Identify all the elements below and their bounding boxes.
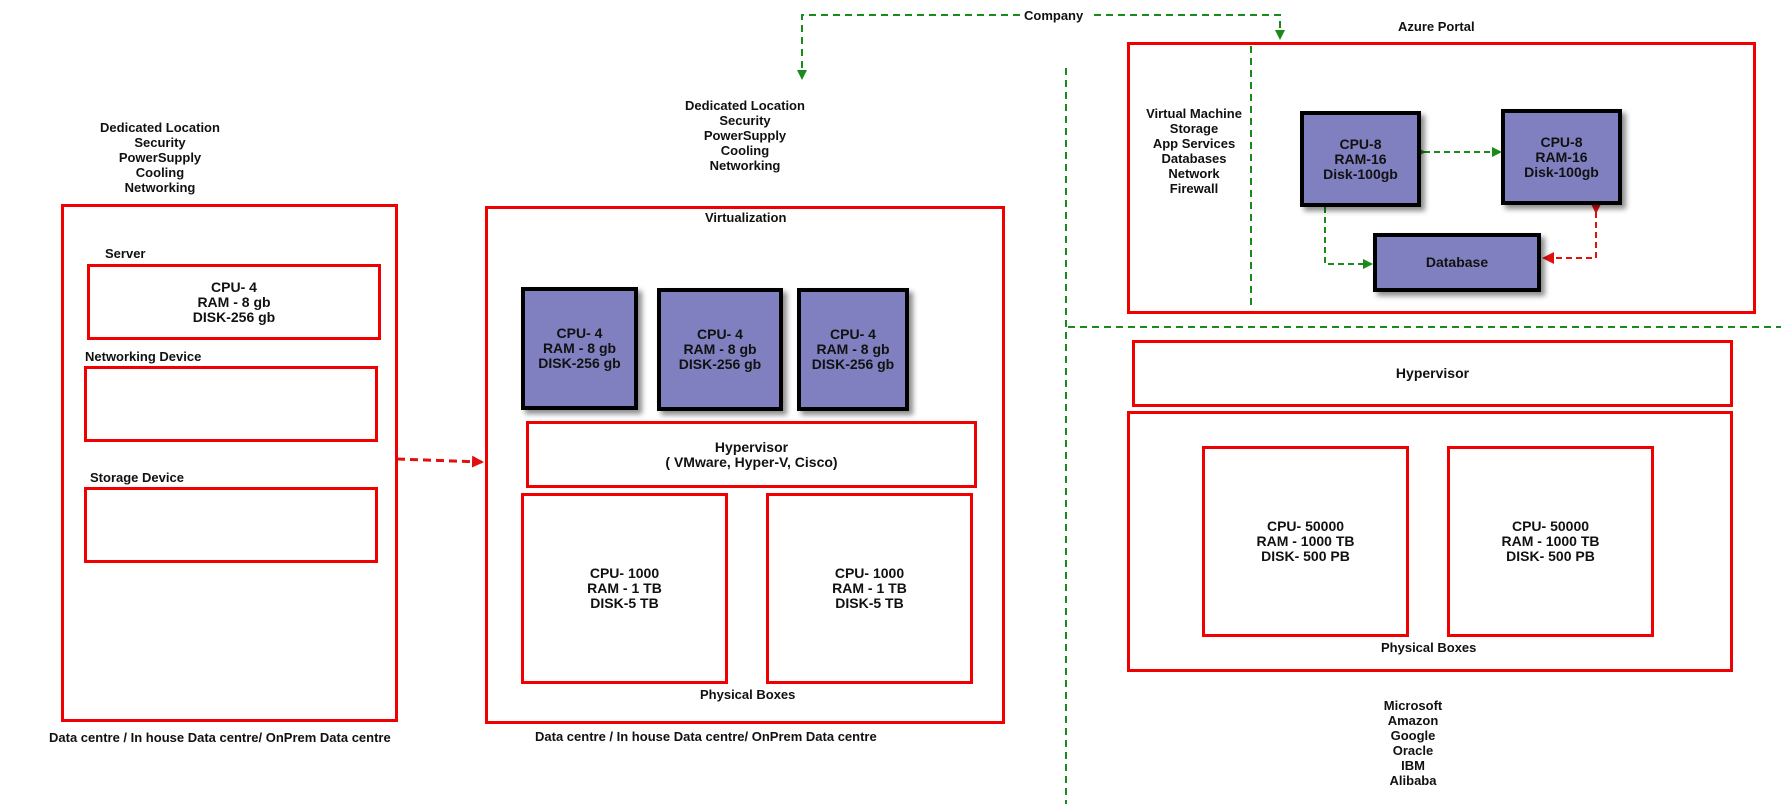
virtualization-title: Virtualization [705, 210, 787, 225]
vm2-db-arrow [1542, 202, 1602, 264]
hypervisor-text: Hypervisor ( VMware, Hyper-V, Cisco) [665, 438, 838, 470]
cloud-vm-specs: CPU-8 RAM-16 Disk-100gb [1323, 135, 1398, 182]
server-specs: CPU- 4 RAM - 8 gb DISK-256 gb [192, 278, 276, 325]
cloud-physical-boxes-label: Physical Boxes [1381, 640, 1477, 655]
physical-box: CPU- 1000 RAM - 1 TB DISK-5 TB [766, 493, 973, 684]
company-arrow-right [1094, 14, 1285, 40]
physical-boxes-label: Physical Boxes [700, 687, 796, 702]
cloud-hypervisor-text: Hypervisor [1395, 365, 1470, 381]
networking-device-label: Networking Device [85, 349, 202, 364]
database-box: Database [1373, 233, 1541, 292]
vm-specs: CPU- 4 RAM - 8 gb DISK-256 gb [538, 325, 621, 371]
virtual-facilities-list: Dedicated Location Security PowerSupply … [685, 98, 805, 173]
cloud-physical-boxes-container [1127, 411, 1733, 672]
cloud-physical-box: CPU- 50000 RAM - 1000 TB DISK- 500 PB [1447, 446, 1654, 637]
server-label: Server [105, 246, 146, 261]
virtualization-box [485, 206, 1005, 724]
storage-device-label: Storage Device [90, 470, 184, 485]
cloud-virtual-machine: CPU-8 RAM-16 Disk-100gb [1300, 111, 1421, 207]
networking-device-box [84, 366, 378, 442]
virtual-machine: CPU- 4 RAM - 8 gb DISK-256 gb [797, 288, 909, 411]
cloud-virtual-machine: CPU-8 RAM-16 Disk-100gb [1501, 109, 1622, 205]
azure-portal-title: Azure Portal [1398, 19, 1475, 34]
onprem-caption: Data centre / In house Data centre/ OnPr… [49, 730, 391, 745]
cloud-providers-list: Microsoft Amazon Google Oracle IBM Aliba… [1383, 698, 1443, 788]
company-arrow-left [797, 14, 1020, 80]
server-box: CPU- 4 RAM - 8 gb DISK-256 gb [87, 264, 381, 340]
cloud-hypervisor-box: Hypervisor [1132, 340, 1733, 407]
cloud-vm-specs: CPU-8 RAM-16 Disk-100gb [1524, 133, 1599, 180]
virtual-caption: Data centre / In house Data centre/ OnPr… [535, 729, 877, 744]
hypervisor-box: Hypervisor ( VMware, Hyper-V, Cisco) [526, 421, 977, 488]
storage-device-box [84, 487, 378, 563]
company-label: Company [1024, 8, 1084, 23]
cloud-services-list: Virtual Machine Storage App Services Dat… [1146, 106, 1242, 196]
physical-box-specs: CPU- 1000 RAM - 1 TB DISK-5 TB [832, 565, 907, 611]
vm-specs: CPU- 4 RAM - 8 gb DISK-256 gb [811, 326, 895, 372]
migration-arrow [396, 455, 484, 468]
onprem-datacentre-box [61, 204, 398, 722]
cloud-physical-box-specs: CPU- 50000 RAM - 1000 TB DISK- 500 PB [1256, 518, 1355, 564]
azure-portal-box [1127, 42, 1756, 314]
physical-box: CPU- 1000 RAM - 1 TB DISK-5 TB [521, 493, 728, 684]
cloud-physical-box: CPU- 50000 RAM - 1000 TB DISK- 500 PB [1202, 446, 1409, 637]
virtual-machine: CPU- 4 RAM - 8 gb DISK-256 gb [521, 287, 638, 410]
onprem-facilities-list: Dedicated Location Security PowerSupply … [100, 120, 220, 195]
physical-box-specs: CPU- 1000 RAM - 1 TB DISK-5 TB [587, 565, 662, 611]
vm-specs: CPU- 4 RAM - 8 gb DISK-256 gb [678, 326, 762, 372]
virtual-machine: CPU- 4 RAM - 8 gb DISK-256 gb [657, 288, 783, 411]
cloud-physical-box-specs: CPU- 50000 RAM - 1000 TB DISK- 500 PB [1501, 518, 1600, 564]
database-label: Database [1425, 254, 1489, 270]
